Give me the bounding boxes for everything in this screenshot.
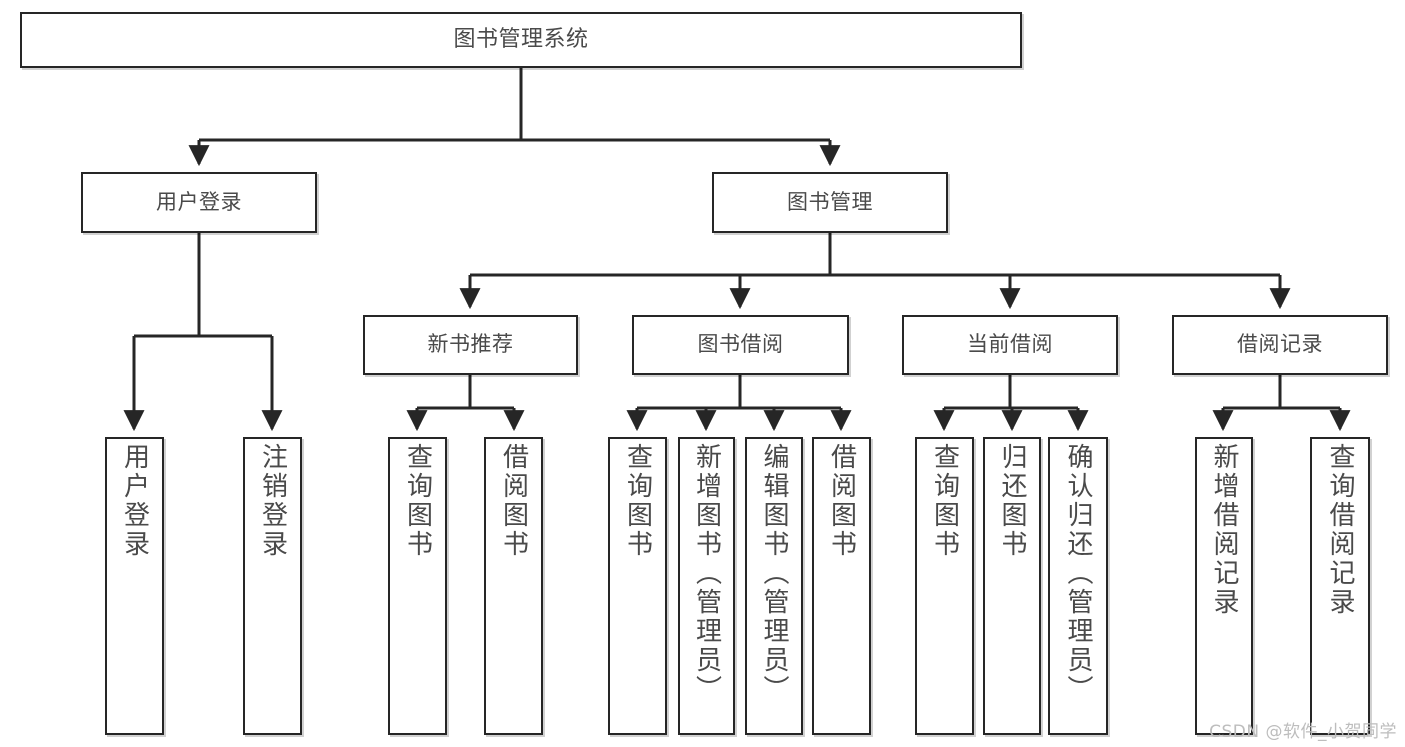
leaf-user-login-login[interactable]: 用户登录 [105,437,164,735]
leaf-record-query-record[interactable]: 查询借阅记录 [1310,437,1370,735]
node-label: 图书管理系统 [453,26,589,52]
node-label: 确认归还（管理员） [1063,443,1093,704]
node-label: 编辑图书（管理员） [759,443,789,704]
node-label: 当前借阅 [967,332,1053,357]
node-label: 借阅图书 [826,443,857,559]
leaf-borrow-edit-book-admin[interactable]: 编辑图书（管理员） [745,437,803,735]
node-label: 查询图书 [622,443,653,559]
node-label: 借阅图书 [498,443,529,559]
node-current-borrow[interactable]: 当前借阅 [902,315,1118,375]
leaf-borrow-query-book[interactable]: 查询图书 [608,437,667,735]
leaf-user-login-logout[interactable]: 注销登录 [243,437,302,735]
node-user-login[interactable]: 用户登录 [81,172,317,233]
node-label: 查询图书 [929,443,960,559]
leaf-current-return-book[interactable]: 归还图书 [983,437,1041,735]
node-borrow-record[interactable]: 借阅记录 [1172,315,1388,375]
node-label: 图书管理 [787,189,873,214]
node-label: 借阅记录 [1237,332,1323,357]
node-label: 注销登录 [257,443,288,559]
node-new-book-recommend[interactable]: 新书推荐 [363,315,578,375]
watermark-text: CSDN @软件_小贺同学 [1209,722,1397,742]
node-label: 查询图书 [402,443,433,559]
node-label: 用户登录 [119,443,150,559]
node-label: 新增图书（管理员） [691,443,722,704]
leaf-recommend-borrow-book[interactable]: 借阅图书 [484,437,543,735]
node-label: 归还图书 [997,443,1027,559]
node-label: 新书推荐 [427,332,514,357]
node-label: 新增借阅记录 [1209,443,1239,617]
leaf-current-confirm-return-admin[interactable]: 确认归还（管理员） [1048,437,1108,735]
node-book-management[interactable]: 图书管理 [712,172,948,233]
leaf-record-add-record[interactable]: 新增借阅记录 [1195,437,1253,735]
node-label: 查询借阅记录 [1325,443,1355,617]
leaf-borrow-add-book-admin[interactable]: 新增图书（管理员） [678,437,735,735]
node-book-borrow[interactable]: 图书借阅 [632,315,849,375]
node-root-system[interactable]: 图书管理系统 [20,12,1022,68]
leaf-recommend-query-book[interactable]: 查询图书 [388,437,447,735]
node-label: 用户登录 [156,189,242,214]
leaf-current-query-book[interactable]: 查询图书 [915,437,974,735]
leaf-borrow-borrow-book[interactable]: 借阅图书 [812,437,871,735]
node-label: 图书借阅 [697,332,784,357]
